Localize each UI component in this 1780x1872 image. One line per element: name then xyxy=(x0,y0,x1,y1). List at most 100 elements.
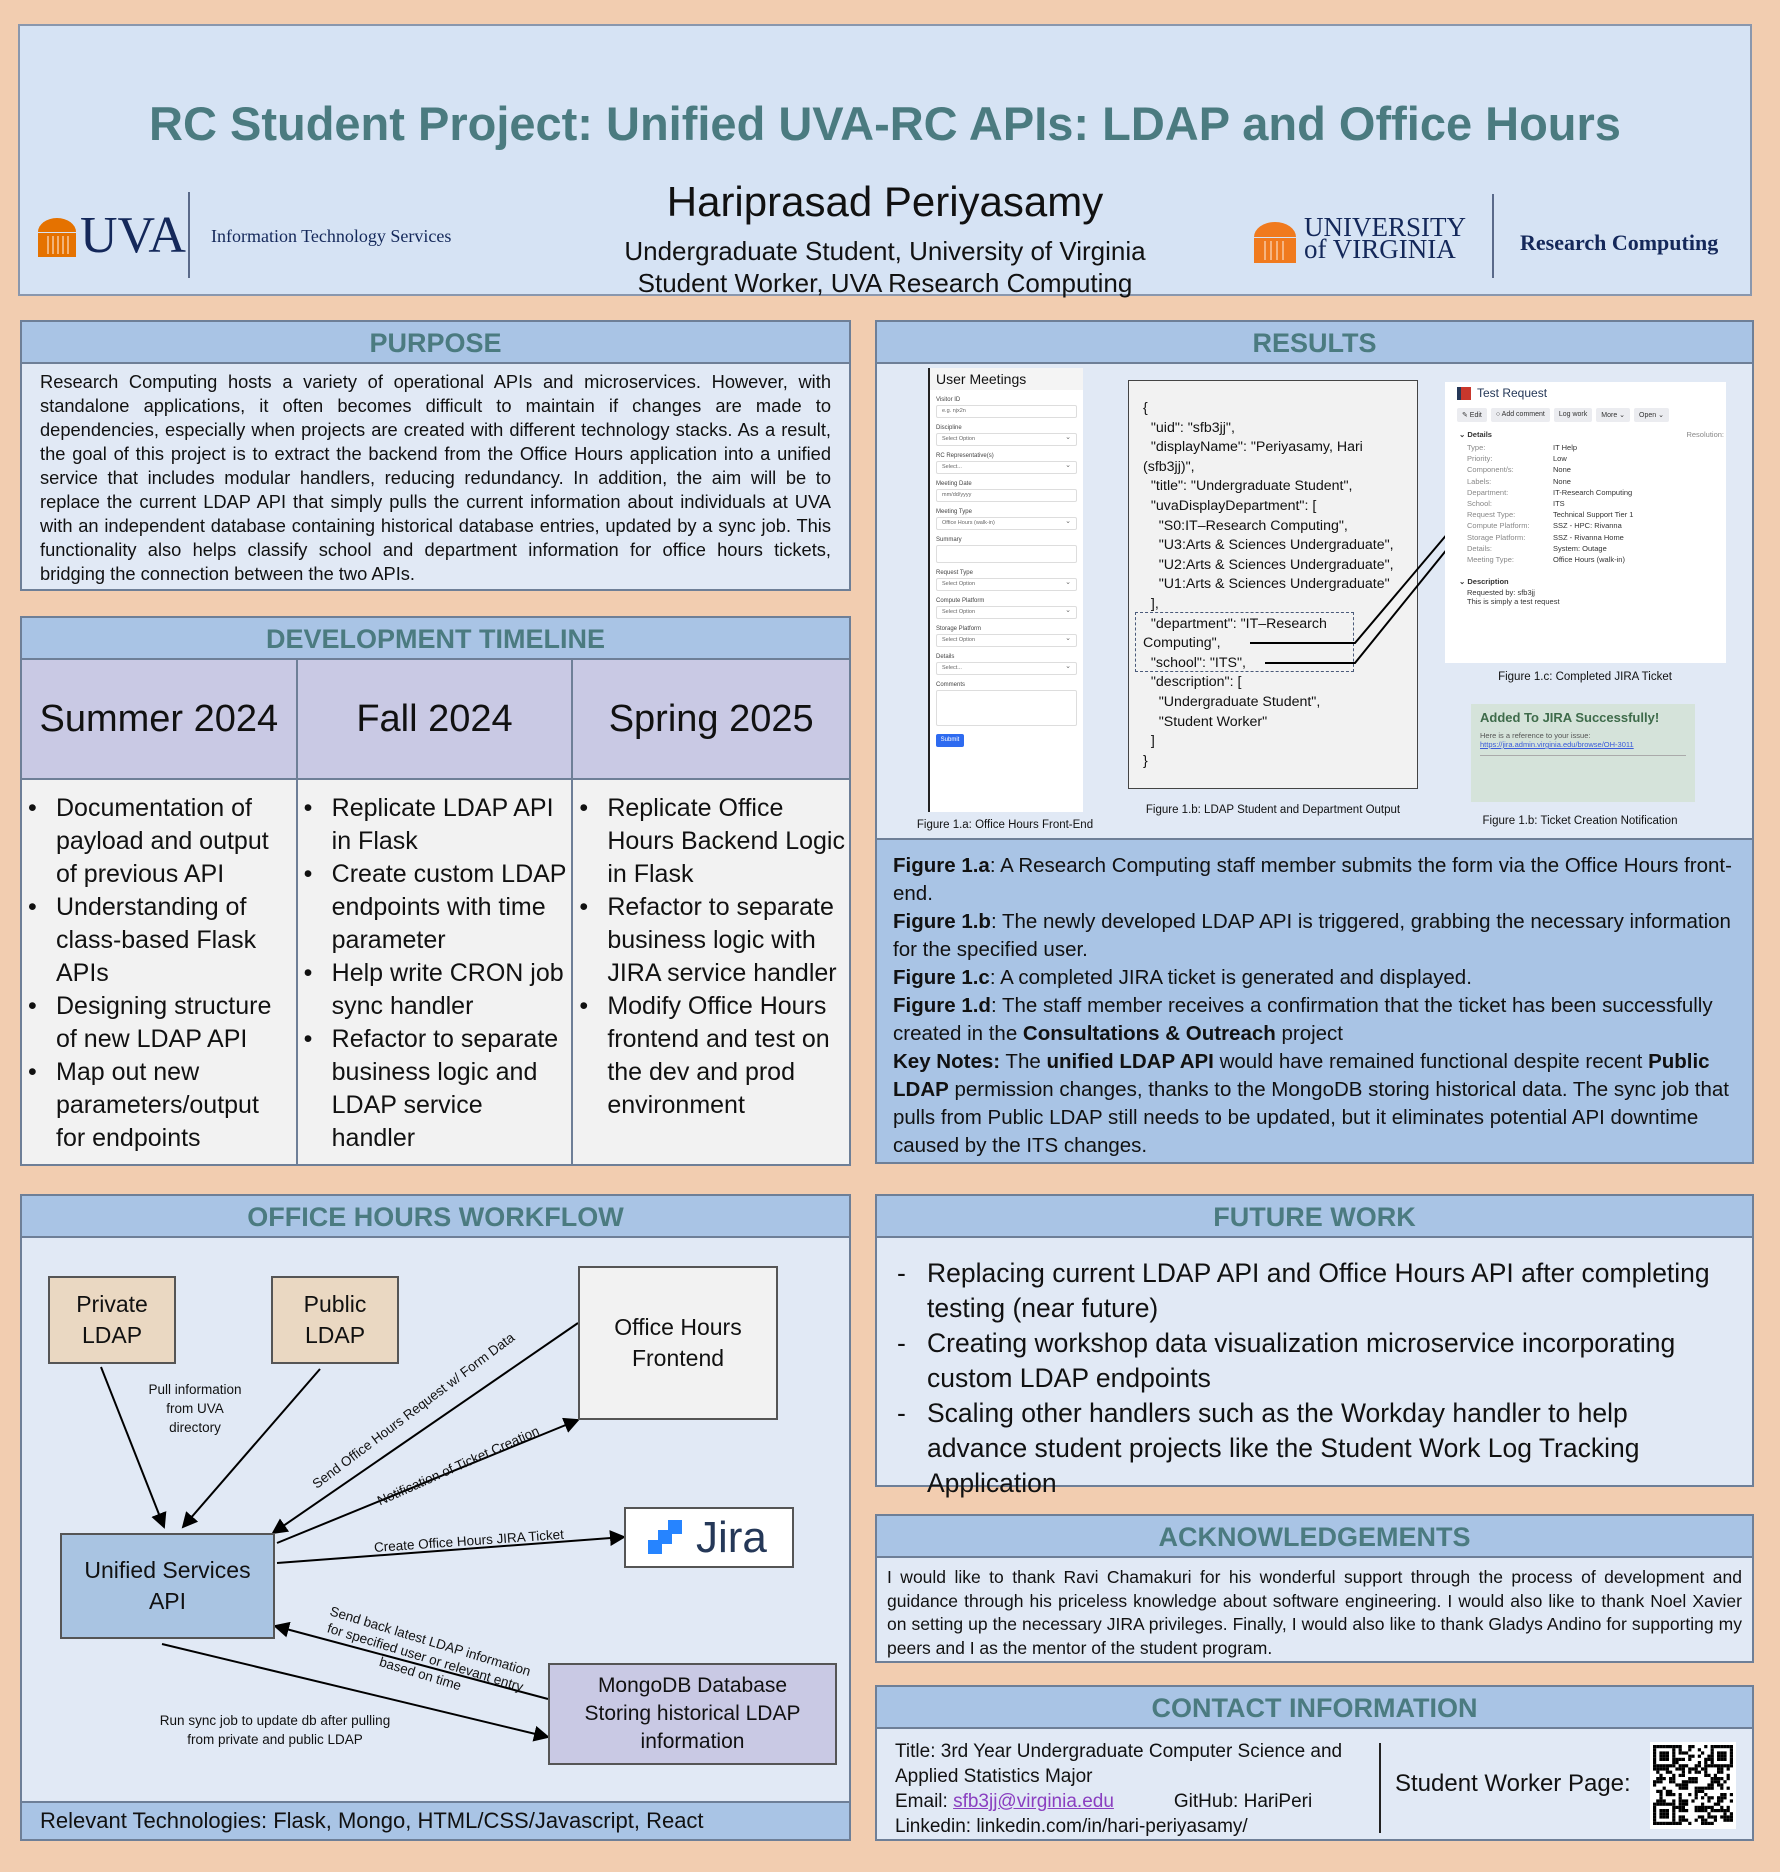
qr-module xyxy=(1729,1748,1733,1752)
qr-module xyxy=(1710,1783,1714,1787)
qr-module xyxy=(1678,1764,1682,1768)
affiliation-2: Student Worker, UVA Research Computing xyxy=(637,268,1133,298)
form-select[interactable]: Office Hours (walk-in) xyxy=(936,517,1077,530)
qr-module xyxy=(1681,1773,1685,1777)
qr-module xyxy=(1723,1745,1727,1749)
json-line: "Student Worker" xyxy=(1143,713,1268,730)
qr-module xyxy=(1685,1818,1689,1822)
jira-issue-link[interactable]: https://jira.admin.virginia.edu/browse/O… xyxy=(1480,740,1686,756)
qr-module xyxy=(1662,1786,1666,1790)
qr-module xyxy=(1691,1754,1695,1758)
qr-module xyxy=(1656,1802,1660,1806)
form-select[interactable]: Select... xyxy=(936,461,1077,474)
ticket-action-button[interactable]: Log work xyxy=(1553,408,1593,422)
ticket-field-value: Technical Support Tier 1 xyxy=(1553,510,1634,520)
qr-module xyxy=(1720,1745,1724,1749)
notification-title: Added To JIRA Successfully! xyxy=(1480,710,1660,725)
qr-module xyxy=(1726,1773,1730,1777)
form-select[interactable]: Select Option xyxy=(936,578,1077,591)
qr-module xyxy=(1662,1802,1666,1806)
qr-module xyxy=(1672,1777,1676,1781)
email-link[interactable]: sfb3jj@virginia.edu xyxy=(953,1791,1114,1812)
qr-module xyxy=(1688,1754,1692,1758)
ticket-action-button[interactable]: Open ⌄ xyxy=(1634,408,1669,422)
form-field-label: Meeting Type xyxy=(936,509,972,515)
qr-module xyxy=(1710,1757,1714,1761)
qr-module xyxy=(1710,1754,1714,1758)
ticket-action-button[interactable]: More ⌄ xyxy=(1596,408,1631,422)
qr-module xyxy=(1697,1770,1701,1774)
form-select[interactable]: Select... xyxy=(936,662,1077,675)
ticket-field-row: Details:System: Outage xyxy=(1467,543,1726,554)
qr-module xyxy=(1672,1773,1676,1777)
key-note-part: permission changes, thanks to the MongoD… xyxy=(893,1078,1729,1157)
qr-module xyxy=(1656,1745,1660,1749)
pull-info-label: Pull information from UVA directory xyxy=(148,1382,242,1435)
submit-button[interactable]: Submit xyxy=(936,734,964,747)
qr-module xyxy=(1678,1745,1682,1749)
ticket-action-button[interactable]: ○ Add comment xyxy=(1490,408,1550,422)
qr-module xyxy=(1688,1777,1692,1781)
qr-module xyxy=(1662,1767,1666,1771)
private-ldap-box: Private LDAP xyxy=(48,1276,176,1364)
rotunda-logo-icon xyxy=(1254,222,1296,263)
timeline-item: Replicate Office Hours Backend Logic in … xyxy=(577,792,845,891)
qr-module xyxy=(1688,1780,1692,1784)
qr-module xyxy=(1659,1773,1663,1777)
details-text: Details xyxy=(1467,430,1492,439)
qr-module xyxy=(1659,1809,1663,1813)
description-text: Description xyxy=(1467,577,1509,587)
qr-module xyxy=(1662,1764,1666,1768)
qr-module xyxy=(1717,1751,1721,1755)
qr-module xyxy=(1697,1754,1701,1758)
ticket-field-value: IT Help xyxy=(1553,443,1578,452)
json-line: "department": "IT–Research xyxy=(1143,615,1327,632)
qr-module xyxy=(1717,1802,1721,1806)
form-select[interactable]: Select Option xyxy=(936,634,1077,647)
key-note-part: would have remained functional despite r… xyxy=(1213,1050,1649,1073)
form-input[interactable]: mm/dd/yyyy xyxy=(936,489,1077,502)
form-select[interactable]: Select Option xyxy=(936,606,1077,619)
qr-module xyxy=(1672,1818,1676,1822)
timeline-column: Fall 2024Replicate LDAP API in FlaskCrea… xyxy=(297,660,574,1164)
qr-module xyxy=(1701,1751,1705,1755)
ticket-field-value: None xyxy=(1553,476,1571,486)
jira-icon xyxy=(648,1519,682,1554)
qr-module xyxy=(1710,1805,1714,1809)
qr-module xyxy=(1720,1754,1724,1758)
note-figure-label: Figure 1.a xyxy=(893,854,990,877)
qr-module xyxy=(1701,1821,1705,1825)
qr-module xyxy=(1688,1767,1692,1771)
ticket-action-button[interactable]: ✎ Edit xyxy=(1457,408,1487,422)
form-select[interactable]: Select Option xyxy=(936,433,1077,446)
mongodb-box: MongoDB Database Storing historical LDAP… xyxy=(548,1663,837,1765)
qr-module xyxy=(1678,1751,1682,1755)
qr-module xyxy=(1691,1799,1695,1803)
ticket-description: This is simply a test request xyxy=(1467,597,1560,607)
form-input[interactable] xyxy=(936,545,1077,563)
qr-code[interactable] xyxy=(1650,1742,1736,1829)
qr-module xyxy=(1672,1815,1676,1819)
qr-module xyxy=(1723,1812,1727,1816)
qr-module xyxy=(1665,1809,1669,1813)
qr-module xyxy=(1723,1780,1727,1784)
qr-module xyxy=(1704,1767,1708,1771)
uva-logo: UVA xyxy=(80,207,186,264)
qr-module xyxy=(1662,1751,1666,1755)
form-input[interactable] xyxy=(936,690,1077,726)
qr-module xyxy=(1653,1818,1657,1822)
qr-module xyxy=(1707,1821,1711,1825)
qr-module xyxy=(1691,1780,1695,1784)
form-input[interactable]: e.g. njx2n xyxy=(936,405,1077,418)
linkedin-url: Linkedin: linkedin.com/in/hari-periyasam… xyxy=(895,1816,1248,1837)
ticket-field-label: Meeting Type: xyxy=(1467,555,1514,565)
qr-module xyxy=(1681,1767,1685,1771)
qr-module xyxy=(1726,1815,1730,1819)
qr-module xyxy=(1707,1786,1711,1790)
qr-module xyxy=(1697,1815,1701,1819)
qr-module xyxy=(1723,1809,1727,1813)
qr-module xyxy=(1720,1751,1724,1755)
timeline-item: Create custom LDAP endpoints with time p… xyxy=(302,858,568,957)
